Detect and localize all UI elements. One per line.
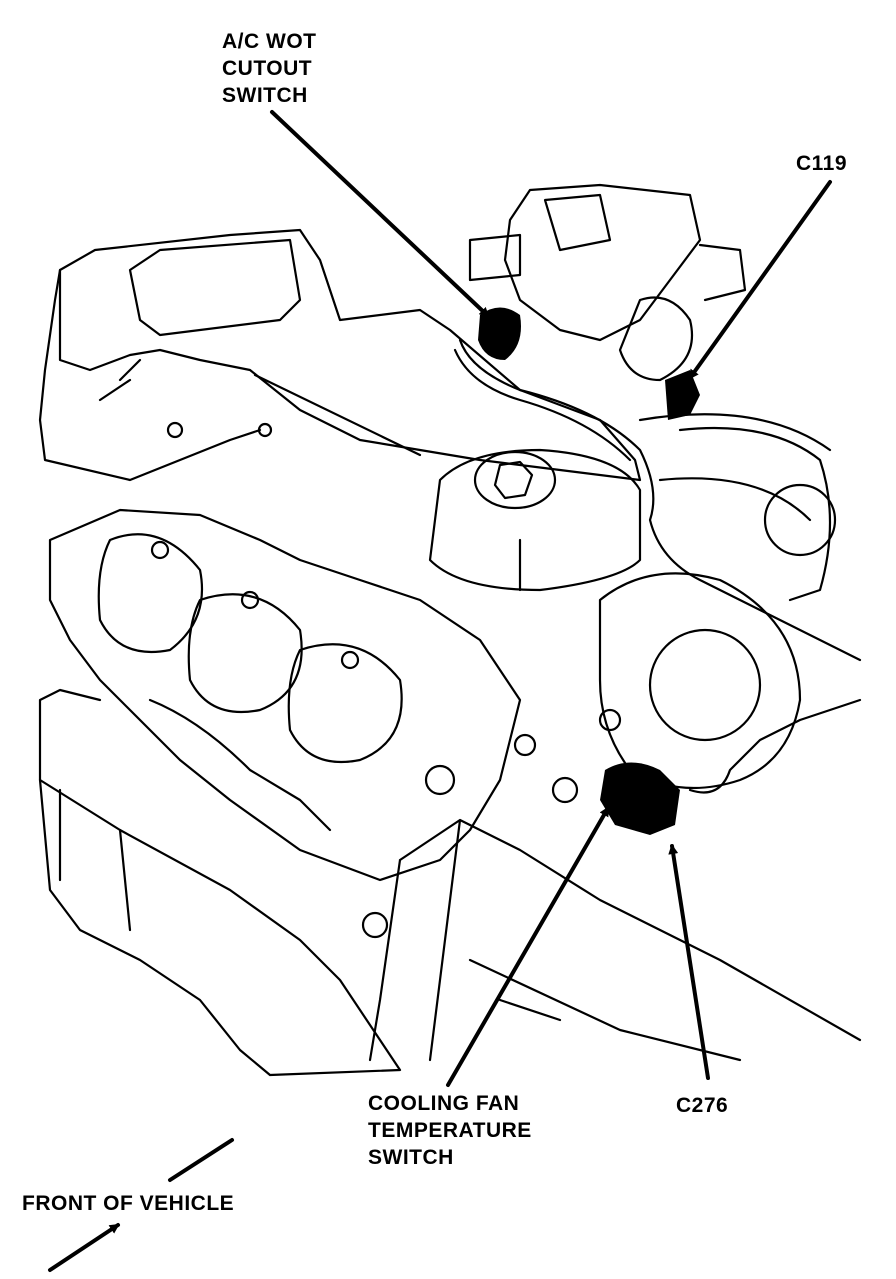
valve-cover-left [58, 228, 642, 482]
air-cleaner [428, 448, 642, 592]
front-arrow-bottom [48, 1223, 120, 1272]
label-line: C119 [796, 152, 848, 175]
arrow-c119 [688, 180, 832, 380]
arrow-cooling-fan [446, 806, 610, 1087]
label-cooling-fan-temperature-switch: COOLING FAN TEMPERATURE SWITCH [368, 1090, 532, 1171]
label-line: SWITCH [222, 84, 308, 107]
exhaust-manifold [48, 508, 522, 882]
carburetor [503, 183, 702, 342]
label-c276: C276 [676, 1092, 728, 1119]
frame-rail [368, 818, 862, 1062]
label-line: CUTOUT [222, 57, 313, 80]
label-line: A/C WOT [222, 30, 317, 53]
label-line: COOLING FAN [368, 1092, 520, 1115]
label-line: SWITCH [368, 1146, 454, 1169]
label-c119: C119 [796, 150, 847, 177]
timing-cover [598, 572, 802, 790]
label-line: FRONT OF VEHICLE [22, 1192, 235, 1215]
arrow-ac-wot [270, 110, 490, 318]
label-line: C276 [676, 1094, 729, 1117]
label-line: TEMPERATURE [368, 1119, 532, 1142]
label-front-of-vehicle: FRONT OF VEHICLE [22, 1190, 234, 1217]
front-arrow-top [168, 1138, 234, 1182]
label-ac-wot-cutout-switch: A/C WOT CUTOUT SWITCH [222, 28, 316, 109]
arrow-c276 [668, 844, 710, 1080]
oil-pan [38, 778, 402, 1077]
